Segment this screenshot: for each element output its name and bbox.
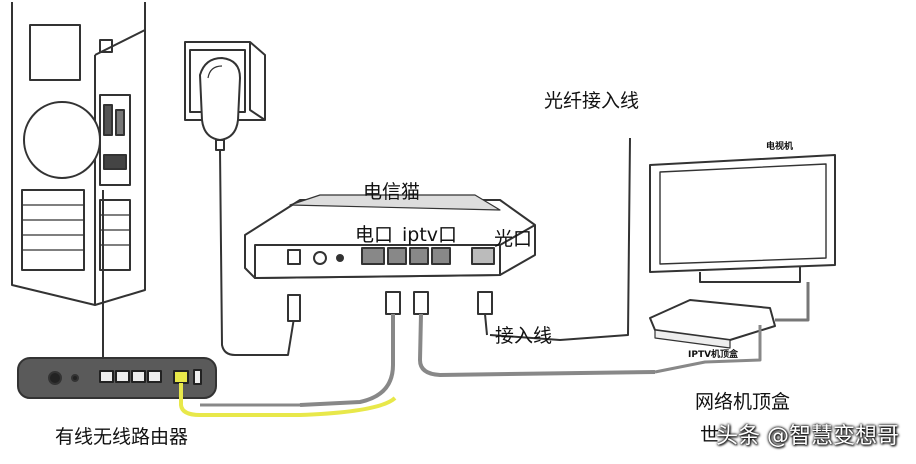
television (649, 154, 836, 283)
iptv-port-label: iptv口 (402, 224, 458, 246)
optical-port-label: 光口 (494, 228, 533, 250)
fiber-label: 光纤接入线 (544, 90, 640, 112)
set-top-box-sublabel: 世 (700, 424, 720, 446)
watermark: 头条 @智慧变想哥 (716, 424, 899, 449)
iptv-set-top-box (649, 299, 776, 349)
access-line-label: 接入线 (495, 325, 553, 347)
tv-label: 电视机 (766, 142, 794, 152)
modem-label: 电信猫 (363, 181, 421, 203)
lan-port-label: 电口 (355, 224, 394, 246)
router-label: 有线无线路由器 (55, 426, 189, 448)
set-top-box-label: 网络机顶盒 (695, 391, 791, 413)
telecom-modem (244, 194, 536, 279)
power-adapter (199, 57, 241, 151)
iptv-box-label: IPTV机顶盒 (688, 350, 739, 360)
pc-tower (11, 2, 146, 306)
wireless-router (17, 357, 217, 399)
